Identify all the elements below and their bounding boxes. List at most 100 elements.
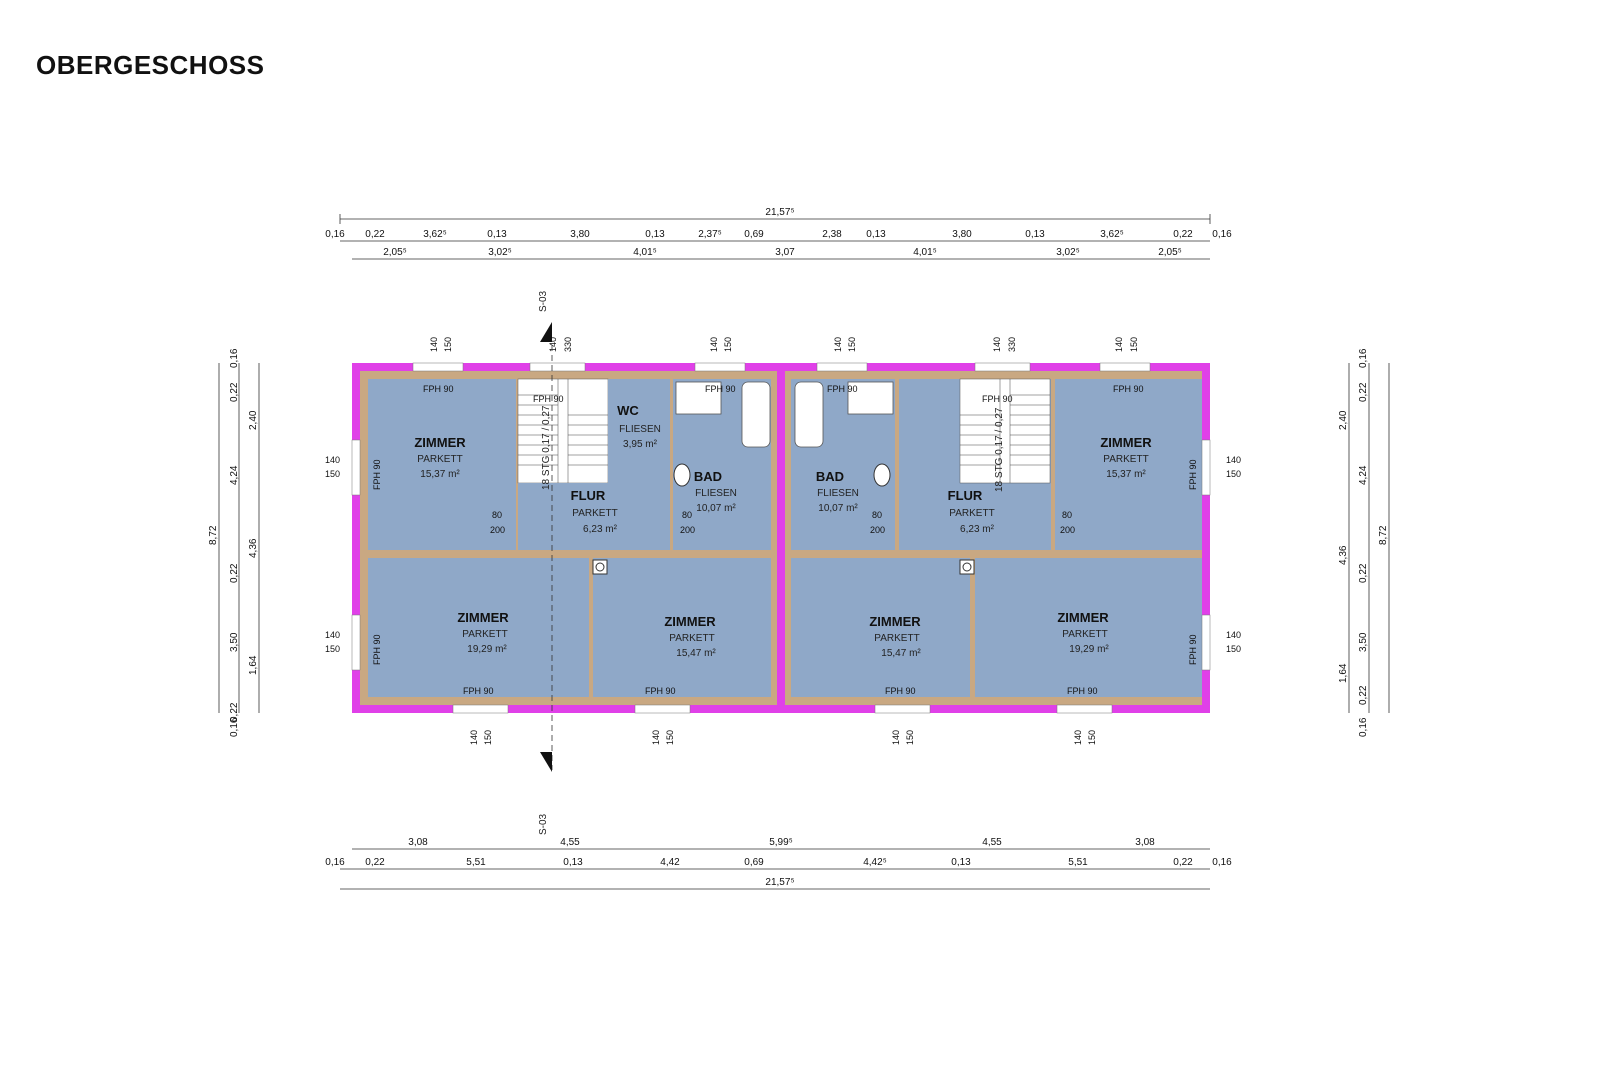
svg-text:150: 150 [723,337,733,352]
svg-text:150: 150 [1226,644,1241,654]
svg-text:BAD: BAD [694,469,722,484]
left-dimensions: 0,16 0,22 3,50 0,22 4,24 0,22 0,16 2,40 … [208,348,260,737]
dim-bot-r1-1: 4,55 [560,837,580,848]
svg-text:140: 140 [1226,455,1241,465]
dim-bot-r2-10: 0,16 [1212,857,1232,868]
svg-text:140: 140 [1226,630,1241,640]
svg-text:150: 150 [1129,337,1139,352]
svg-text:80: 80 [492,510,502,520]
dim-bot-total: 21,57⁵ [765,877,794,888]
svg-text:4,24: 4,24 [229,465,240,485]
dim-top-total: 21,57⁵ [765,207,794,218]
room-labels: ZIMMER PARKETT 15,37 m² WC FLIESEN 3,95 … [414,403,1152,659]
dim-top-r2-0: 0,16 [325,229,345,240]
dim-top-r2-10: 3,80 [952,229,972,240]
dim-top-r3-3: 3,07 [775,247,795,258]
dim-left-total: 8,72 [208,525,219,545]
svg-text:0,16: 0,16 [1358,717,1369,737]
svg-text:200: 200 [490,525,505,535]
room-l-flur [518,483,670,550]
room-l-zimmer-bl [368,558,589,697]
dim-top-r2-9: 0,13 [866,229,886,240]
svg-text:140: 140 [325,455,340,465]
svg-text:10,07 m²: 10,07 m² [818,503,858,514]
room-r-zimmer-tr [1055,379,1202,550]
svg-text:FPH 90: FPH 90 [372,634,382,665]
svg-text:0,22: 0,22 [229,563,240,583]
dim-top-r2-3: 0,13 [487,229,507,240]
dim-bot-r2-0: 0,16 [325,857,345,868]
dim-bot-r2-4: 4,42 [660,857,680,868]
dim-top-r3-0: 2,05⁵ [383,247,407,258]
dim-top-r3-4: 4,01⁵ [913,247,937,258]
svg-text:19,29 m²: 19,29 m² [467,644,507,655]
svg-text:15,37 m²: 15,37 m² [420,469,460,480]
svg-text:FLIESEN: FLIESEN [619,424,661,435]
svg-text:140: 140 [548,337,558,352]
svg-text:2,40: 2,40 [248,410,259,430]
svg-text:140: 140 [709,337,719,352]
room-l-zimmer-tl [368,379,516,550]
opening-labels: 140 150 140 330 140 150 140 150 140 330 … [325,337,1241,745]
section-marker: S-03 S-03 [538,290,553,835]
dim-bot-r1-4: 3,08 [1135,837,1155,848]
svg-text:FPH 90: FPH 90 [1188,459,1198,490]
svg-text:140: 140 [891,730,901,745]
dim-top-r2-7: 0,69 [744,229,764,240]
svg-text:0,16: 0,16 [1358,348,1369,368]
svg-text:0,22: 0,22 [1358,563,1369,583]
dim-bot-r2-2: 5,51 [466,857,486,868]
svg-text:6,23 m²: 6,23 m² [960,524,995,535]
svg-text:3,50: 3,50 [229,632,240,652]
svg-text:FPH 90: FPH 90 [982,394,1013,404]
dim-top-r2-2: 3,62⁵ [423,229,447,240]
svg-text:ZIMMER: ZIMMER [457,610,509,625]
svg-text:200: 200 [1060,525,1075,535]
dim-top-r2-8: 2,38 [822,229,842,240]
svg-text:WC: WC [617,403,639,418]
svg-text:200: 200 [870,525,885,535]
svg-text:15,47 m²: 15,47 m² [676,648,716,659]
svg-text:150: 150 [847,337,857,352]
svg-text:0,22: 0,22 [229,702,240,722]
room-l-stair [517,378,609,484]
dim-bot-r1-0: 3,08 [408,837,428,848]
svg-text:ZIMMER: ZIMMER [1057,610,1109,625]
stair-label-left: 18 STG 0,17 / 0,27 [541,405,552,490]
dim-top-r3-6: 2,05⁵ [1158,247,1182,258]
section-label-top: S-03 [538,290,549,312]
dim-bot-r2-1: 0,22 [365,857,385,868]
svg-text:3,95 m²: 3,95 m² [623,439,658,450]
svg-text:FLIESEN: FLIESEN [817,488,859,499]
svg-text:140: 140 [992,337,1002,352]
svg-text:150: 150 [443,337,453,352]
svg-text:0,16: 0,16 [229,717,240,737]
svg-text:150: 150 [483,730,493,745]
svg-text:0,16: 0,16 [229,348,240,368]
dim-top-r2-13: 0,22 [1173,229,1193,240]
dim-bot-r2-7: 0,13 [951,857,971,868]
svg-text:PARKETT: PARKETT [669,633,714,644]
svg-text:140: 140 [469,730,479,745]
svg-text:FPH 90: FPH 90 [1113,384,1144,394]
svg-text:15,37 m²: 15,37 m² [1106,469,1146,480]
dim-bot-r2-9: 0,22 [1173,857,1193,868]
svg-text:FPH 90: FPH 90 [1188,634,1198,665]
svg-text:10,07 m²: 10,07 m² [696,503,736,514]
top-dimensions: 21,57⁵ 0,16 0,22 3,62⁵ 0,13 3,80 0,13 2,… [325,207,1232,260]
dim-bot-r2-6: 4,42⁵ [863,857,887,868]
svg-text:80: 80 [1062,510,1072,520]
svg-text:150: 150 [1087,730,1097,745]
svg-text:FPH 90: FPH 90 [423,384,454,394]
svg-text:ZIMMER: ZIMMER [664,614,716,629]
room-r-zimmer-bm [791,558,970,697]
dim-bot-r2-5: 0,69 [744,857,764,868]
stair-label-right: 18 STG 0,17 / 0,27 [994,407,1005,492]
dim-top-r2-12: 3,62⁵ [1100,229,1124,240]
svg-text:150: 150 [325,644,340,654]
dim-top-r2-1: 0,22 [365,229,385,240]
dim-bot-r2-3: 0,13 [563,857,583,868]
svg-text:2,40: 2,40 [1338,410,1349,430]
dim-top-r3-2: 4,01⁵ [633,247,657,258]
